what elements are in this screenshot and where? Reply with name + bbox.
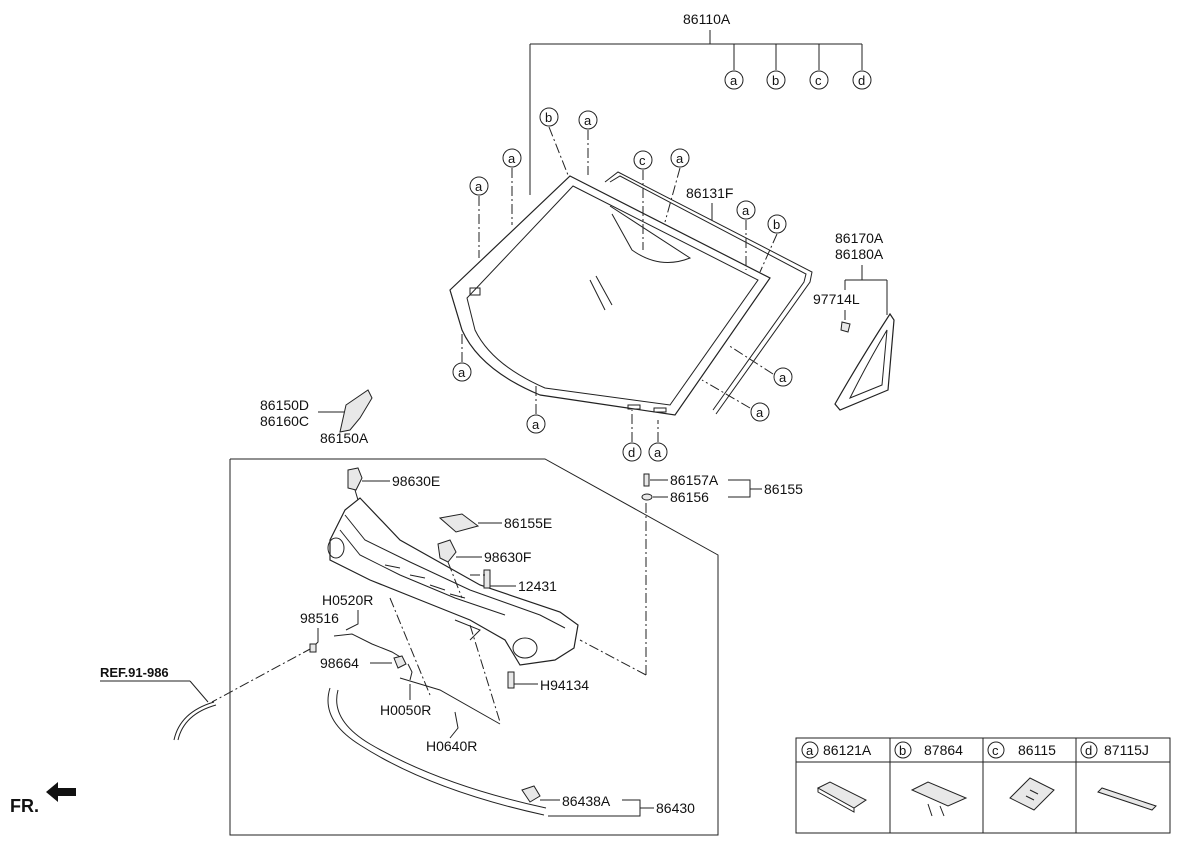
svg-text:b: b (772, 73, 779, 88)
legend-letter-d: d (1085, 743, 1092, 758)
svg-text:a: a (508, 151, 516, 166)
callout-c-top: c (809, 70, 829, 90)
screw-H94134 (507, 671, 515, 689)
callout-b-2: b (767, 214, 787, 234)
svg-text:a: a (779, 370, 787, 385)
svg-text:d: d (628, 445, 635, 460)
label-86156: 86156 (670, 489, 709, 505)
part-86121A-icon (816, 781, 867, 809)
fastener-group: 86157A 86156 86155 (579, 472, 803, 676)
label-97714L: 97714L (813, 291, 860, 307)
cowl-panel (327, 497, 579, 666)
callout-a-5: a (736, 200, 756, 220)
callout-a-8: a (648, 442, 668, 462)
svg-text:d: d (858, 73, 865, 88)
callout-a-4: a (670, 148, 690, 168)
svg-text:a: a (756, 405, 764, 420)
legend-letter-b: b (899, 743, 906, 758)
label-REF: REF.91-986 (100, 665, 169, 680)
legend-part-87115J: 87115J (1104, 742, 1149, 758)
front-arrow-icon (46, 782, 76, 802)
callout-a-10: a (750, 402, 770, 422)
legend-letter-c: c (992, 743, 999, 758)
clip-98630F (437, 539, 457, 563)
weatherstrip (327, 687, 547, 816)
label-12431: 12431 (518, 578, 557, 594)
label-98516: 98516 (300, 610, 339, 626)
svg-text:a: a (532, 417, 540, 432)
label-FR: FR. (10, 796, 39, 816)
svg-text:c: c (815, 73, 822, 88)
svg-text:b: b (773, 217, 780, 232)
label-86155: 86155 (764, 481, 803, 497)
label-86157A: 86157A (670, 472, 719, 488)
label-86438A: 86438A (562, 793, 611, 809)
windshield-bracket: 86110A (529, 11, 863, 195)
svg-text:a: a (584, 113, 592, 128)
washer-hose-3 (399, 677, 501, 725)
label-86150D: 86150D (260, 397, 309, 413)
washer-nozzle (309, 643, 317, 653)
cowl-side-cover: 86150D 86160C (260, 389, 373, 433)
svg-text:a: a (458, 365, 466, 380)
svg-text:a: a (730, 73, 738, 88)
label-86110A: 86110A (683, 11, 731, 27)
label-H0520R: H0520R (322, 592, 373, 608)
callout-a-2: a (502, 148, 522, 168)
callout-c-1: c (633, 150, 653, 170)
cowl-box (229, 458, 719, 836)
svg-text:a: a (676, 151, 684, 166)
part-86115-icon (1009, 777, 1055, 811)
svg-text:c: c (639, 153, 646, 168)
svg-text:a: a (475, 179, 483, 194)
legend-part-86121A: 86121A (823, 742, 872, 758)
legend-table: a 86121A b 87864 c 86115 d 87115J (795, 737, 1171, 834)
label-86155E: 86155E (504, 515, 552, 531)
label-86131F: 86131F (686, 185, 733, 201)
callout-a-1: a (578, 110, 598, 130)
callout-a-top: a (724, 70, 744, 90)
label-86170A: 86170A (835, 230, 884, 246)
callout-b-top: b (766, 70, 786, 90)
label-H0640R: H0640R (426, 738, 477, 754)
svg-text:a: a (654, 445, 662, 460)
clip-98664 (393, 655, 407, 669)
ref-hose (173, 701, 215, 741)
windshield-molding: 86131F (604, 171, 813, 415)
quarter-glass: 86170A 86180A 97714L (813, 230, 895, 411)
legend-part-87864: 87864 (924, 742, 963, 758)
washer-hose-1 (333, 633, 403, 659)
washer-hose-2 (407, 663, 413, 681)
callout-a-9: a (773, 367, 793, 387)
label-H94134: H94134 (540, 677, 589, 693)
callout-d-1: d (622, 442, 642, 462)
label-H0050R: H0050R (380, 702, 431, 718)
svg-text:a: a (742, 203, 750, 218)
svg-text:b: b (545, 110, 552, 125)
label-98664: 98664 (320, 655, 359, 671)
callout-b-1: b (539, 107, 559, 127)
part-87115J-icon (1097, 787, 1157, 811)
pad-86155E (438, 513, 480, 533)
windshield-glass (449, 175, 771, 416)
label-86430: 86430 (656, 800, 695, 816)
clip-98630E (347, 467, 363, 491)
part-87864-icon (910, 781, 968, 807)
label-98630F: 98630F (484, 549, 531, 565)
label-86150A: 86150A (320, 430, 369, 446)
callout-a-6: a (452, 362, 472, 382)
legend-part-86115: 86115 (1018, 742, 1056, 758)
label-86180A: 86180A (835, 246, 884, 262)
callout-d-top: d (852, 70, 872, 90)
label-98630E: 98630E (392, 473, 440, 489)
callout-a-7: a (526, 414, 546, 434)
label-86160C: 86160C (260, 413, 309, 429)
callout-a-3: a (469, 176, 489, 196)
legend-letter-a: a (806, 743, 814, 758)
bolt-12431 (483, 569, 491, 589)
